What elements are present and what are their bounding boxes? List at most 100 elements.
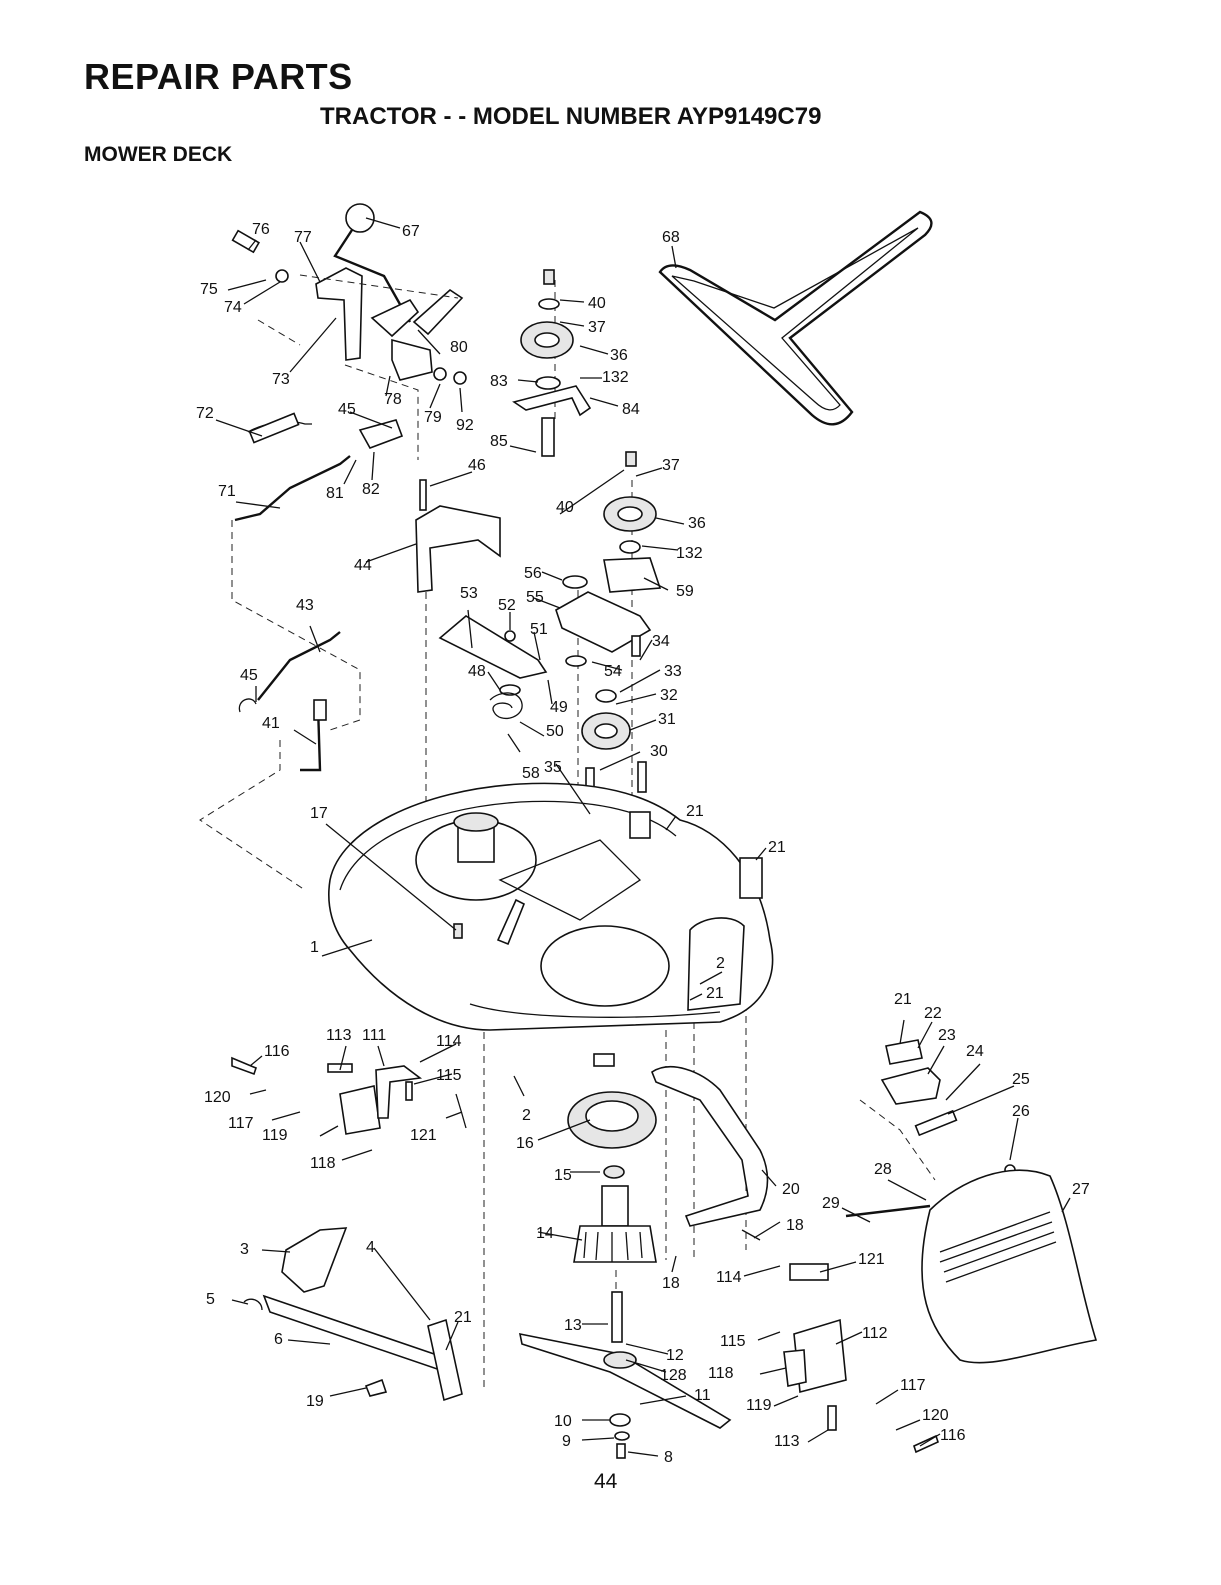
callout-82: 82 bbox=[362, 481, 380, 498]
callout-115a: 115 bbox=[436, 1067, 462, 1084]
callout-116a: 116 bbox=[264, 1043, 290, 1060]
callout-79: 79 bbox=[424, 409, 442, 426]
callout-30: 30 bbox=[650, 743, 668, 760]
callout-67: 67 bbox=[402, 223, 420, 240]
callout-11: 11 bbox=[694, 1387, 711, 1404]
callout-6: 6 bbox=[274, 1331, 283, 1348]
callout-25: 25 bbox=[1012, 1071, 1030, 1088]
deflector-support-arms bbox=[651, 1066, 769, 1241]
callout-26: 26 bbox=[1012, 1103, 1030, 1120]
callout-36b: 36 bbox=[688, 515, 706, 532]
mower-deck-housing bbox=[328, 782, 774, 1067]
callout-41: 41 bbox=[262, 715, 280, 732]
callout-78: 78 bbox=[384, 391, 402, 408]
callout-48: 48 bbox=[468, 663, 486, 680]
callout-24: 24 bbox=[966, 1043, 984, 1060]
callout-43: 43 bbox=[296, 597, 314, 614]
callout-112: 112 bbox=[862, 1325, 888, 1342]
callout-18b: 18 bbox=[662, 1275, 680, 1292]
callout-118b: 118 bbox=[708, 1365, 734, 1382]
callout-77: 77 bbox=[294, 229, 312, 246]
callout-35: 35 bbox=[544, 759, 562, 776]
callout-58: 58 bbox=[522, 765, 540, 782]
callout-115b: 115 bbox=[720, 1333, 746, 1350]
callout-54: 54 bbox=[604, 663, 622, 680]
discharge-chute bbox=[845, 1169, 1098, 1364]
callout-45a: 45 bbox=[338, 401, 356, 418]
callout-15: 15 bbox=[554, 1167, 572, 1184]
callout-22: 22 bbox=[924, 1005, 942, 1022]
callout-132a: 132 bbox=[602, 369, 629, 386]
section-heading: MOWER DECK bbox=[84, 143, 233, 166]
callout-21c: 21 bbox=[706, 985, 724, 1002]
callout-44: 44 bbox=[354, 557, 372, 574]
callout-132b: 132 bbox=[676, 545, 703, 562]
callout-59: 59 bbox=[676, 583, 694, 600]
callout-23: 23 bbox=[938, 1027, 956, 1044]
callout-45b: 45 bbox=[240, 667, 258, 684]
callout-113a: 113 bbox=[326, 1027, 352, 1044]
callout-73: 73 bbox=[272, 371, 290, 388]
callout-128: 128 bbox=[660, 1367, 687, 1384]
callout-2b: 2 bbox=[522, 1107, 531, 1124]
callout-81: 81 bbox=[326, 485, 344, 502]
callout-10: 10 bbox=[554, 1413, 572, 1430]
callout-114a: 114 bbox=[436, 1033, 462, 1050]
callout-32: 32 bbox=[660, 687, 678, 704]
callout-40a: 40 bbox=[588, 295, 606, 312]
callout-72: 72 bbox=[196, 405, 214, 422]
upper-idler-pulley-stack bbox=[512, 269, 592, 457]
callout-14: 14 bbox=[536, 1225, 554, 1242]
page-title: REPAIR PARTS bbox=[84, 56, 353, 97]
callout-9: 9 bbox=[562, 1433, 571, 1450]
callout-117a: 117 bbox=[228, 1115, 254, 1132]
callout-33: 33 bbox=[664, 663, 682, 680]
callout-68: 68 bbox=[662, 229, 680, 246]
callout-21b: 21 bbox=[768, 839, 786, 856]
callout-labels: 76 77 67 75 74 73 80 78 79 92 45 72 71 8… bbox=[196, 221, 1090, 1466]
callout-118a: 118 bbox=[310, 1155, 336, 1172]
callout-1: 1 bbox=[310, 939, 319, 956]
callout-8: 8 bbox=[664, 1449, 673, 1466]
blade-spindle-assembly bbox=[518, 1091, 732, 1459]
callout-114b: 114 bbox=[716, 1269, 742, 1286]
right-hanger-bracket bbox=[880, 1039, 1016, 1176]
callout-36a: 36 bbox=[610, 347, 628, 364]
front-deck-lift-link bbox=[243, 1227, 463, 1402]
callout-37a: 37 bbox=[588, 319, 606, 336]
callout-13: 13 bbox=[564, 1317, 582, 1334]
callout-56: 56 bbox=[524, 565, 542, 582]
callout-111: 111 bbox=[362, 1027, 386, 1044]
callout-28: 28 bbox=[874, 1161, 892, 1178]
callout-31: 31 bbox=[658, 711, 676, 728]
callout-71: 71 bbox=[218, 483, 236, 500]
callout-40b: 40 bbox=[556, 499, 574, 516]
callout-119b: 119 bbox=[746, 1397, 772, 1414]
callout-92: 92 bbox=[456, 417, 474, 434]
callout-113b: 113 bbox=[774, 1433, 800, 1450]
belt-guide bbox=[415, 479, 501, 593]
left-hanger-bracket bbox=[231, 1056, 467, 1135]
callout-21e: 21 bbox=[454, 1309, 472, 1326]
callout-119a: 119 bbox=[262, 1127, 288, 1144]
callout-121b: 121 bbox=[858, 1251, 885, 1268]
callout-leaders bbox=[215, 217, 1071, 1457]
idler-arm-assembly bbox=[438, 451, 662, 835]
callout-4: 4 bbox=[366, 1239, 375, 1256]
callout-50: 50 bbox=[546, 723, 564, 740]
callout-120a: 120 bbox=[204, 1089, 231, 1106]
callout-21a: 21 bbox=[686, 803, 704, 820]
callout-53: 53 bbox=[460, 585, 478, 602]
callout-18a: 18 bbox=[786, 1217, 804, 1234]
callout-21d: 21 bbox=[894, 991, 912, 1008]
callout-17: 17 bbox=[310, 805, 328, 822]
callout-19: 19 bbox=[306, 1393, 324, 1410]
callout-76: 76 bbox=[252, 221, 270, 238]
callout-55: 55 bbox=[526, 589, 544, 606]
deck-lift-links bbox=[238, 631, 341, 772]
callout-117b: 117 bbox=[900, 1377, 926, 1394]
right-lower-bracket bbox=[783, 1263, 939, 1454]
callout-12: 12 bbox=[666, 1347, 684, 1364]
callout-74: 74 bbox=[224, 299, 242, 316]
